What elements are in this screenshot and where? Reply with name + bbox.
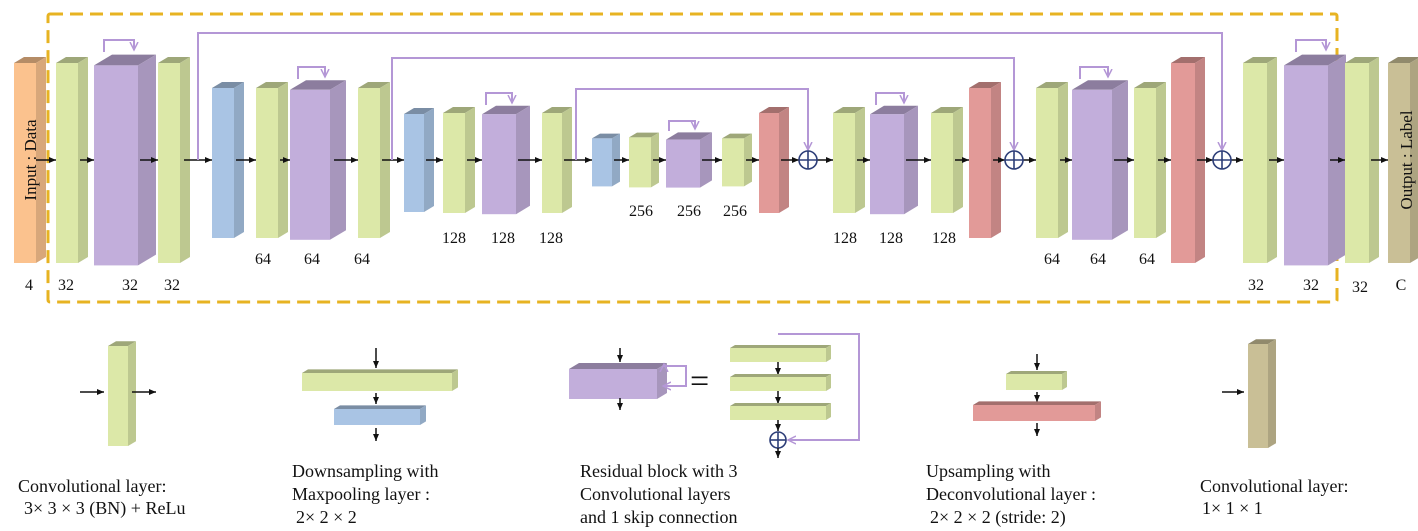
legend-res-conv-1 bbox=[730, 345, 831, 362]
channel-input: 4 bbox=[25, 277, 33, 294]
enc3-res-loop bbox=[485, 92, 512, 105]
dec1-res-loop bbox=[1295, 39, 1326, 52]
input-label: Input : Data bbox=[21, 119, 40, 201]
channel-bot-res: 256 bbox=[677, 203, 701, 220]
legend-upsampling-caption-3: 2× 2 × 2 (stride: 2) bbox=[930, 507, 1066, 528]
channel-enc1-res: 32 bbox=[122, 277, 138, 294]
channel-bot-conv-b: 256 bbox=[723, 203, 747, 220]
bot-res-loop bbox=[668, 120, 695, 131]
channel-enc3-res: 128 bbox=[491, 230, 515, 247]
legend-res-conv-3 bbox=[730, 403, 831, 420]
enc2-conv-b bbox=[358, 82, 390, 238]
channel-dec1-res: 32 bbox=[1303, 277, 1319, 294]
channel-dec1-conv-a: 32 bbox=[1248, 277, 1264, 294]
enc1-res-loop bbox=[103, 39, 134, 52]
legend-up-deconv bbox=[973, 401, 1101, 421]
legend-conv1x1-caption-2: 1× 1 × 1 bbox=[1202, 498, 1263, 518]
legend-conv1x1-block bbox=[1248, 339, 1276, 448]
enc1-conv-b bbox=[158, 57, 190, 263]
channel-enc1-conv-b: 32 bbox=[164, 277, 180, 294]
channel-enc1-conv-a: 32 bbox=[58, 277, 74, 294]
legend-res-conv-2 bbox=[730, 374, 831, 391]
channel-dec3-conv-b: 128 bbox=[932, 230, 956, 247]
skip-connection-level3 bbox=[575, 88, 808, 160]
channel-final-conv: 32 bbox=[1352, 279, 1368, 296]
skip-connection-level1 bbox=[197, 32, 1222, 160]
channel-dec2-conv-b: 64 bbox=[1139, 251, 1155, 268]
channel-enc2-res: 64 bbox=[304, 251, 320, 268]
bot-conv-a bbox=[629, 132, 659, 188]
dec3-res-loop bbox=[875, 92, 904, 105]
channel-dec2-res: 64 bbox=[1090, 251, 1106, 268]
channel-dec3-res: 128 bbox=[879, 230, 903, 247]
legend-conv-caption-1: Convolutional layer: bbox=[18, 476, 166, 496]
legend-equals-sign: = bbox=[690, 363, 709, 400]
enc2-res-loop bbox=[297, 66, 325, 79]
legend-residual-caption-1: Residual block with 3 bbox=[580, 461, 737, 481]
legend-residual-caption-2: Convolutional layers bbox=[580, 484, 730, 504]
skip-connections bbox=[197, 32, 1222, 160]
legend-residual-caption-3: and 1 skip connection bbox=[580, 507, 737, 527]
channel-labels: 4 32 32 32 64 64 64 128 128 128 256 256 … bbox=[25, 203, 1406, 296]
legend-downsampling-caption-1: Downsampling with bbox=[292, 461, 439, 481]
legend-down-pool bbox=[334, 405, 426, 425]
legend-conv1x1-caption-1: Convolutional layer: bbox=[1200, 476, 1348, 496]
channel-output: C bbox=[1396, 277, 1407, 294]
channel-enc2-conv-b: 64 bbox=[354, 251, 370, 268]
channel-enc2-conv-a: 64 bbox=[255, 251, 271, 268]
legend-res-block bbox=[569, 363, 667, 399]
adder-node-level1 bbox=[1212, 150, 1232, 170]
network-layers bbox=[14, 39, 1418, 266]
legend-conv-block bbox=[108, 341, 136, 446]
legend-down-conv bbox=[302, 369, 458, 391]
legend-res-loop bbox=[663, 365, 687, 386]
legend-captions: Convolutional layer: 3× 3 × 3 (BN) + ReL… bbox=[18, 461, 1348, 528]
adder-node-level3 bbox=[798, 150, 818, 170]
channel-enc3-conv-b: 128 bbox=[539, 230, 563, 247]
final-conv bbox=[1345, 57, 1379, 263]
legend-downsampling-caption-2: Maxpooling layer : bbox=[292, 484, 430, 504]
output-layer bbox=[1388, 57, 1418, 263]
adder-node-level2 bbox=[1004, 150, 1024, 170]
legend-downsampling-caption-3: 2× 2 × 2 bbox=[296, 507, 357, 527]
legend-res-adder bbox=[769, 431, 787, 449]
legend-graphics: = bbox=[80, 333, 1276, 458]
channel-enc3-conv-a: 128 bbox=[442, 230, 466, 247]
channel-bot-conv-a: 256 bbox=[629, 203, 653, 220]
input-layer bbox=[14, 57, 46, 263]
dec2-res-loop bbox=[1079, 66, 1108, 79]
enc2-res-block bbox=[290, 80, 346, 240]
legend-upsampling-caption-2: Deconvolutional layer : bbox=[926, 484, 1096, 504]
legend-up-conv bbox=[1006, 371, 1067, 390]
output-label: Output : Label bbox=[1397, 110, 1416, 209]
channel-dec2-conv-a: 64 bbox=[1044, 251, 1060, 268]
legend-conv-caption-2: 3× 3 × 3 (BN) + ReLu bbox=[24, 498, 185, 519]
channel-dec3-conv-a: 128 bbox=[833, 230, 857, 247]
legend-upsampling-caption-1: Upsampling with bbox=[926, 461, 1051, 481]
skip-connection-level2 bbox=[391, 57, 1014, 160]
legend-res-skip bbox=[778, 333, 860, 440]
adders bbox=[798, 150, 1232, 170]
